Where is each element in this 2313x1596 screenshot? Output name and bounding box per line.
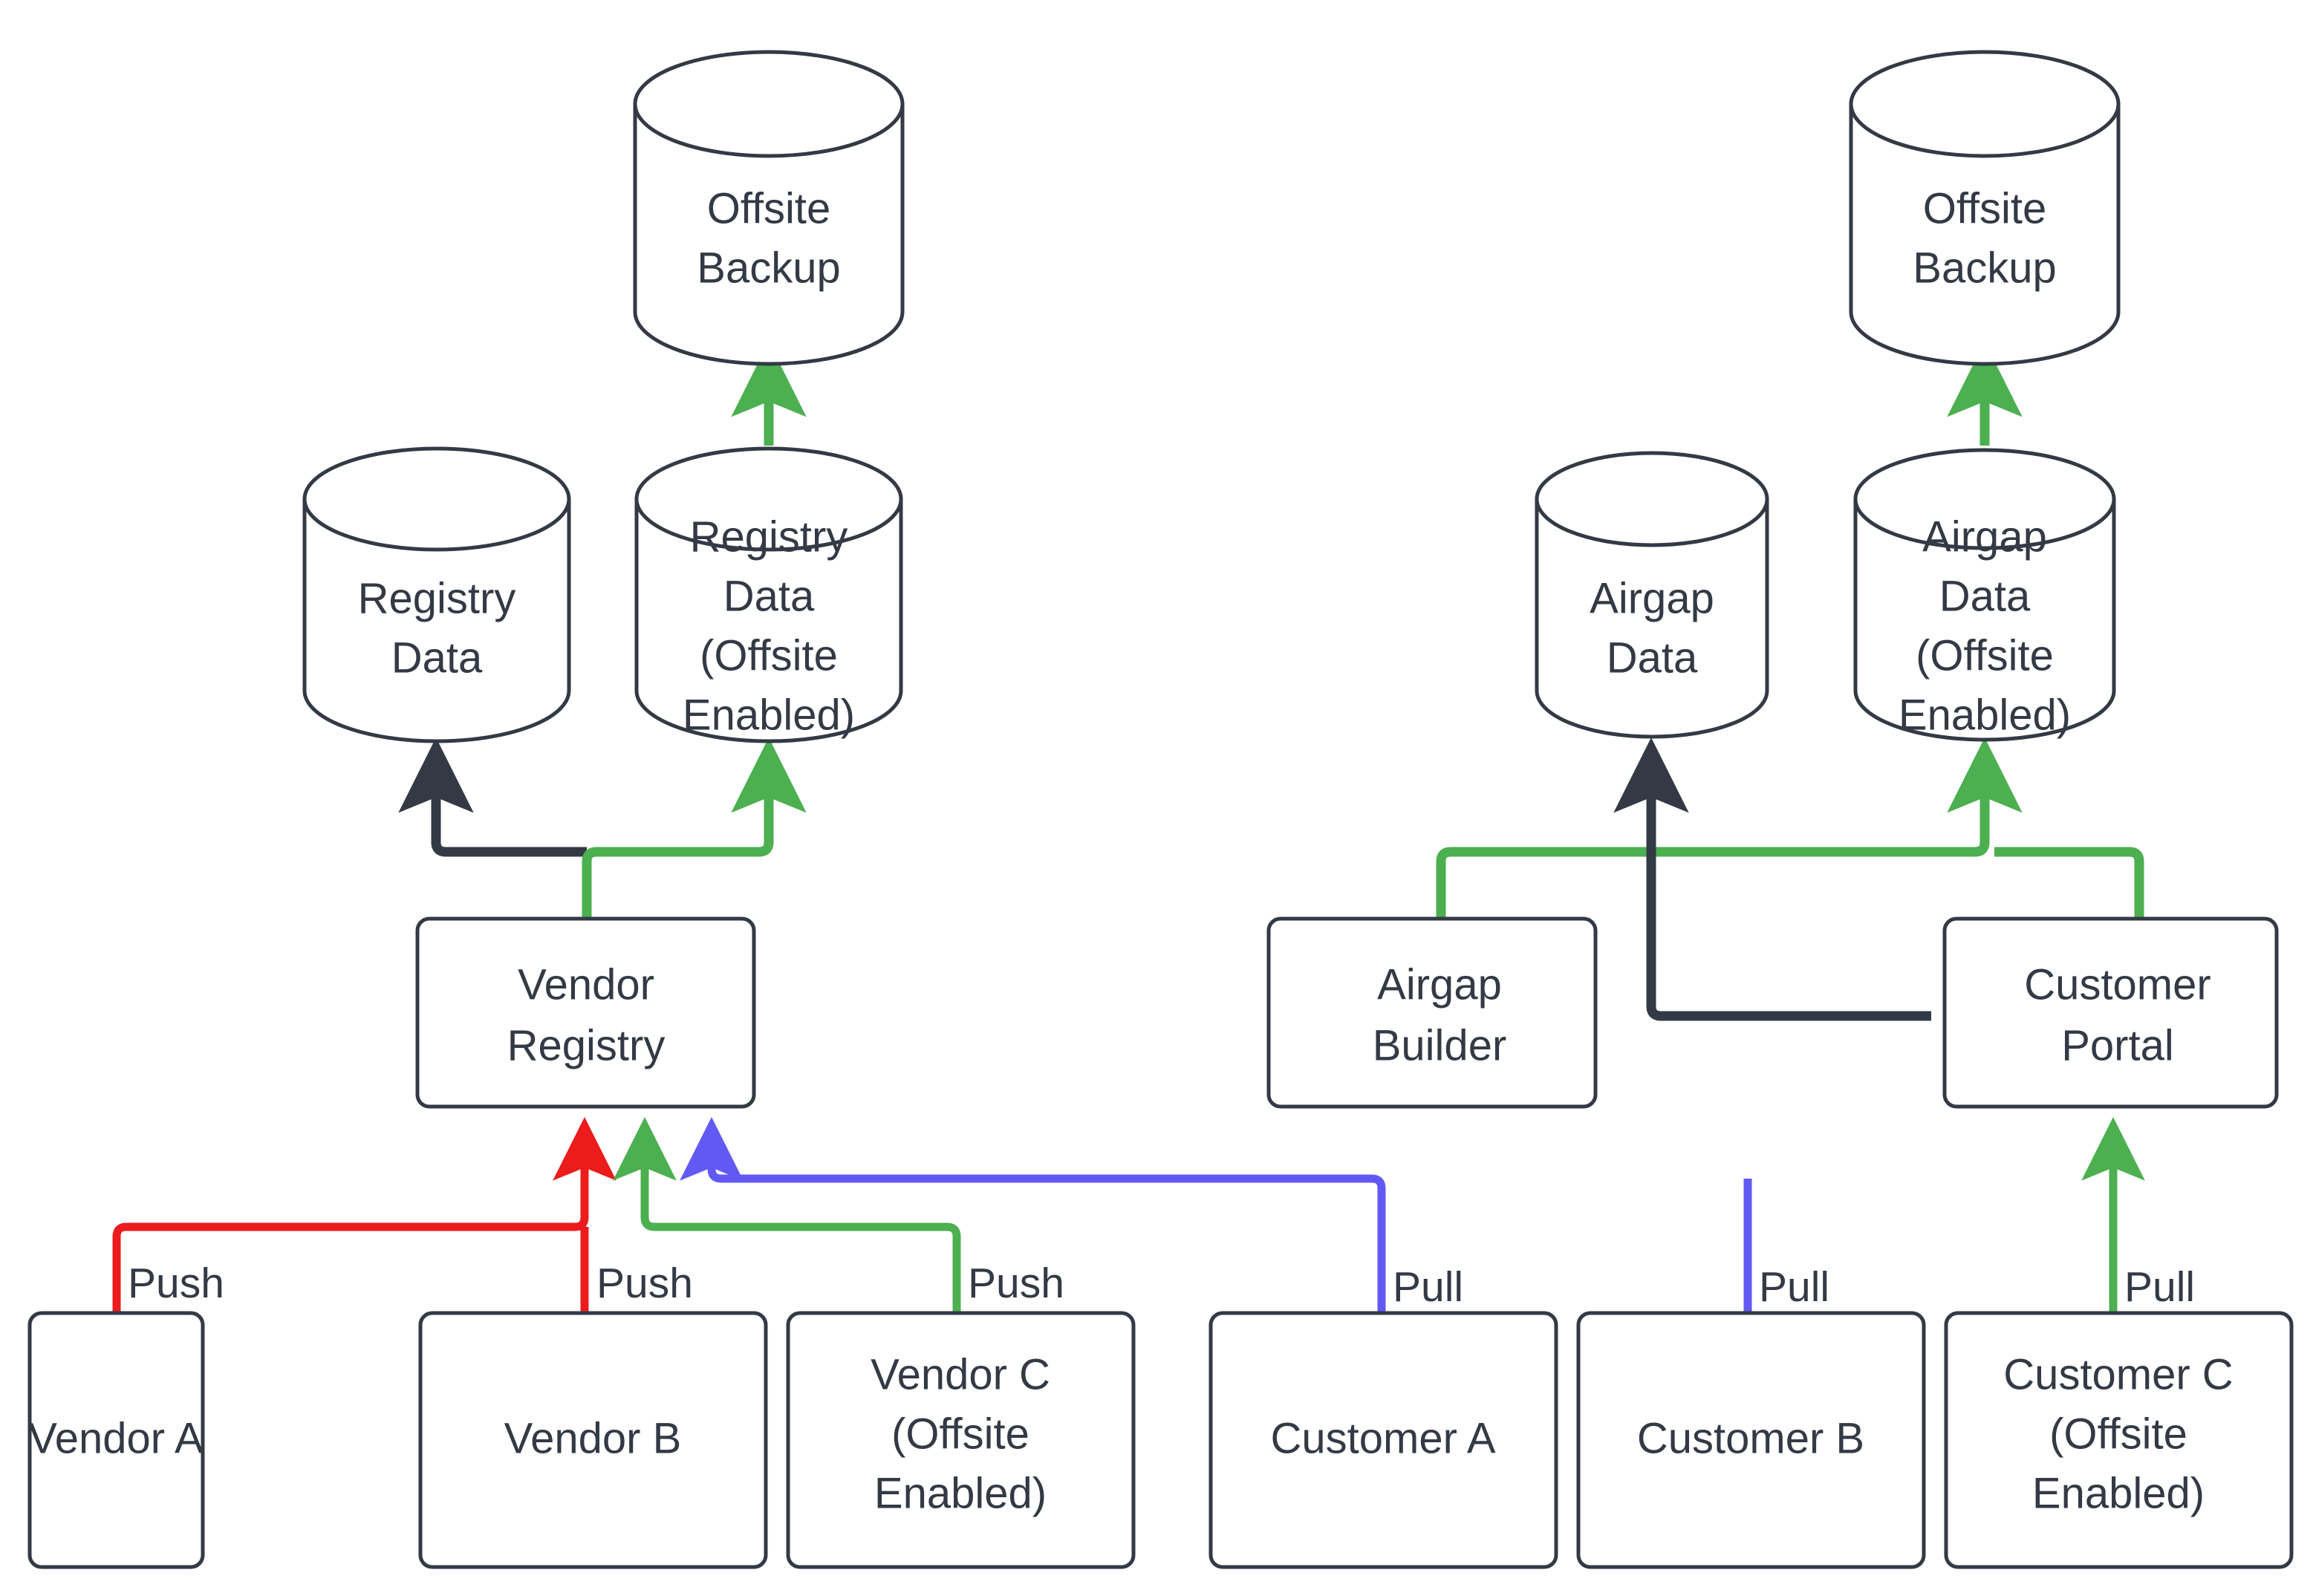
- airgap-data-offsite-line3: (Offsite: [1916, 631, 2054, 680]
- offsite-backup-right-line1: Offsite: [1923, 184, 2047, 232]
- node-registry-data[interactable]: Registry Data: [302, 446, 571, 743]
- edge-vendor-c-push: [613, 1116, 961, 1313]
- customer-c-line3: Enabled): [2032, 1469, 2205, 1517]
- airgap-data-line1: Airgap: [1590, 574, 1714, 622]
- airgap-data-offsite-line1: Airgap: [1922, 512, 2047, 561]
- node-customer-b[interactable]: Customer B: [1576, 1311, 1926, 1569]
- node-offsite-backup-left[interactable]: Offsite Backup: [633, 50, 905, 366]
- airgap-builder-line1: Airgap: [1377, 960, 1502, 1009]
- vendor-a-label: Vendor A: [28, 1414, 204, 1462]
- node-vendor-a[interactable]: Vendor A: [27, 1311, 205, 1569]
- nodes-layer: Offsite Backup Registry Data Registry Da…: [27, 50, 2294, 1569]
- registry-data-line2: Data: [391, 633, 483, 682]
- airgap-builder-line2: Builder: [1373, 1021, 1507, 1069]
- edge-label-push-vendor-a: Push: [128, 1260, 224, 1307]
- node-airgap-builder[interactable]: Airgap Builder: [1266, 916, 1598, 1109]
- customer-c-line2: (Offsite: [2049, 1410, 2187, 1458]
- registry-data-offsite-line4: Enabled): [683, 691, 855, 739]
- customer-portal-line1: Customer: [2024, 960, 2210, 1009]
- node-offsite-backup-right[interactable]: Offsite Backup: [1849, 50, 2121, 366]
- node-airgap-data-offsite[interactable]: Airgap Data (Offsite Enabled): [1853, 448, 2116, 742]
- node-vendor-c[interactable]: Vendor C (Offsite Enabled): [786, 1311, 1136, 1569]
- customer-a-label: Customer A: [1271, 1414, 1496, 1462]
- edge-label-push-vendor-c: Push: [968, 1260, 1064, 1307]
- offsite-backup-left-line1: Offsite: [707, 184, 831, 232]
- edges-layer: [112, 341, 2145, 1313]
- edge-labels-layer: Push Push Push Pull Pull Pull: [128, 1260, 2195, 1311]
- node-registry-data-offsite[interactable]: Registry Data (Offsite Enabled): [634, 446, 903, 743]
- node-vendor-b[interactable]: Vendor B: [418, 1311, 768, 1569]
- edge-customer-portal-to-airgap-data: [1613, 737, 1931, 1021]
- vendor-registry-line2: Registry: [507, 1021, 666, 1069]
- node-customer-portal[interactable]: Customer Portal: [1942, 916, 2279, 1109]
- edge-customer-portal-to-ado: [1994, 847, 2144, 919]
- edge-vendor-registry-to-rdo: [582, 737, 807, 919]
- airgap-data-line2: Data: [1607, 633, 1698, 682]
- edge-customer-a-pull: [680, 1116, 1386, 1313]
- node-airgap-data[interactable]: Airgap Data: [1535, 451, 1769, 739]
- registry-data-offsite-line1: Registry: [690, 512, 848, 561]
- edge-label-push-vendor-b: Push: [596, 1260, 693, 1307]
- offsite-backup-left-line2: Backup: [697, 244, 840, 292]
- registry-data-offsite-line2: Data: [723, 572, 815, 620]
- registry-data-offsite-line3: (Offsite: [700, 631, 838, 680]
- node-vendor-registry[interactable]: Vendor Registry: [415, 916, 756, 1109]
- edge-label-pull-customer-c: Pull: [2124, 1263, 2195, 1311]
- vendor-b-label: Vendor B: [504, 1414, 682, 1462]
- registry-data-line1: Registry: [358, 574, 516, 622]
- airgap-data-offsite-line4: Enabled): [1899, 691, 2071, 739]
- vendor-c-line1: Vendor C: [871, 1350, 1050, 1398]
- edge-label-pull-customer-a: Pull: [1393, 1263, 1463, 1311]
- customer-portal-line2: Portal: [2061, 1021, 2174, 1069]
- edge-vendor-registry-to-registry-data: [398, 737, 587, 857]
- edge-label-pull-customer-b: Pull: [1759, 1263, 1829, 1311]
- vendor-registry-line1: Vendor: [518, 960, 654, 1009]
- vendor-c-line2: (Offsite: [891, 1410, 1029, 1458]
- node-customer-a[interactable]: Customer A: [1208, 1311, 1558, 1569]
- customer-b-label: Customer B: [1637, 1414, 1864, 1462]
- edge-airgap-builder-to-ado: [1436, 737, 2023, 919]
- airgap-data-offsite-line2: Data: [1939, 572, 2031, 620]
- offsite-backup-right-line2: Backup: [1913, 244, 2056, 292]
- vendor-c-line3: Enabled): [874, 1469, 1047, 1517]
- edge-vendor-a-push: [112, 1116, 617, 1313]
- customer-c-line1: Customer C: [2003, 1350, 2233, 1398]
- node-customer-c[interactable]: Customer C (Offsite Enabled): [1944, 1311, 2294, 1569]
